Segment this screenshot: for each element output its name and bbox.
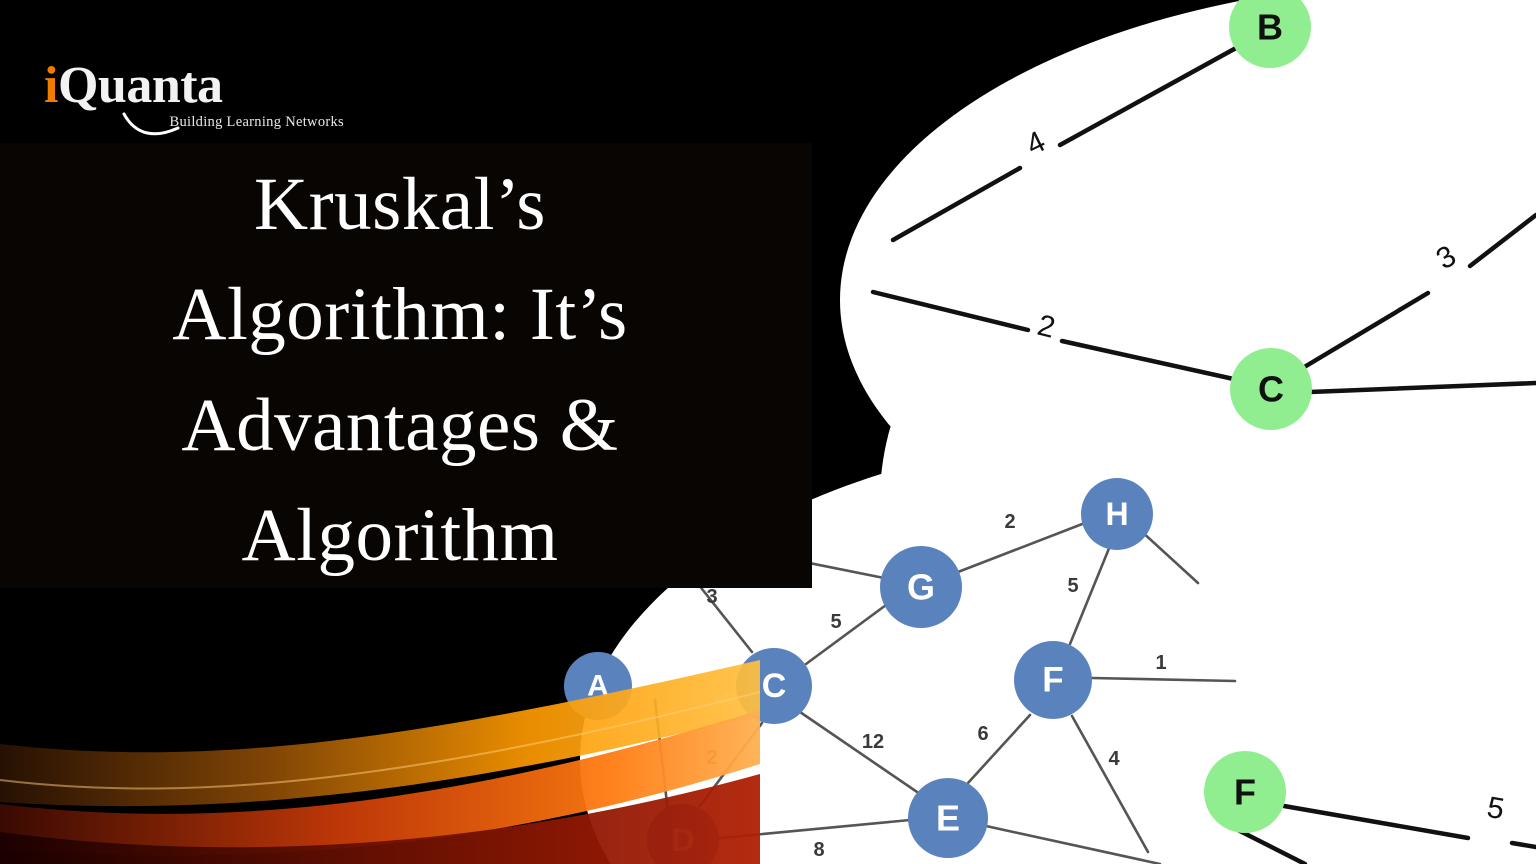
green-node-B: B [1229,0,1311,68]
svg-text:E: E [936,798,960,839]
svg-text:4: 4 [1108,748,1120,770]
title-panel [0,143,812,588]
svg-text:H: H [1105,496,1128,532]
blue-node-F: F [1014,641,1092,719]
svg-text:1: 1 [1155,652,1166,674]
svg-text:5: 5 [1067,575,1078,597]
logo-swoosh-icon [122,112,180,136]
svg-text:D: D [671,822,694,858]
svg-text:F: F [1234,772,1256,813]
svg-text:C: C [762,667,787,705]
svg-text:G: G [907,567,935,608]
svg-text:C: C [1258,369,1284,410]
svg-text:B: B [1257,7,1283,48]
blue-node-D: D [647,804,719,864]
svg-text:A: A [587,670,609,703]
svg-text:8: 8 [813,839,824,861]
brand-logo[interactable]: iQuanta Building Learning Networks [44,60,344,140]
svg-text:F: F [1042,661,1063,700]
blue-node-A: A [564,652,632,720]
svg-text:12: 12 [862,731,884,753]
blue-node-H: H [1081,478,1153,550]
svg-text:5: 5 [830,611,841,633]
blue-node-G: G [880,546,962,628]
svg-text:5: 5 [1485,791,1507,826]
green-node-C: C [1230,348,1312,430]
brand-accent-letter: i [44,57,58,114]
brand-name-rest: Quanta [57,57,223,114]
blue-node-E: E [908,778,988,858]
brand-wordmark: iQuanta [44,60,344,112]
svg-text:3: 3 [706,586,717,608]
brand-tagline: Building Learning Networks [169,114,344,130]
svg-text:6: 6 [977,723,988,745]
svg-text:2: 2 [706,747,717,769]
page-title: Kruskal’s Algorithm: It’s Advantages & A… [172,163,628,577]
svg-text:2: 2 [1004,511,1015,533]
green-node-F: F [1204,751,1286,833]
blue-node-C: C [736,648,812,724]
